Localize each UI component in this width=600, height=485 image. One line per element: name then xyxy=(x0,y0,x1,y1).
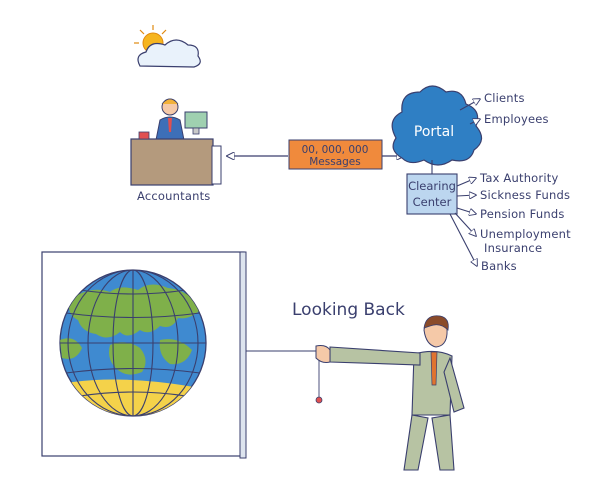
clearing-center-box xyxy=(406,173,458,215)
looking-back-label: Looking Back xyxy=(292,300,405,320)
clients-label: Clients xyxy=(484,91,525,105)
clearing-label-2: Center xyxy=(413,195,452,209)
arrow-employees xyxy=(469,119,480,124)
unemployment-label-1: Unemployment xyxy=(480,227,571,241)
banks-label: Banks xyxy=(481,259,517,273)
accountant-figure xyxy=(155,98,185,141)
arrow-clients xyxy=(459,99,480,111)
sickness-funds-label: Sickness Funds xyxy=(480,188,570,202)
message-count-label: 00, 000, 000 xyxy=(302,144,369,156)
portal-label: Portal xyxy=(414,124,454,140)
pension-funds-label: Pension Funds xyxy=(480,207,565,221)
map-board-edge xyxy=(239,251,247,459)
messages-box xyxy=(288,139,383,170)
tax-authority-label: Tax Authority xyxy=(479,171,558,185)
arrow-sickness xyxy=(456,195,476,196)
arrow-unemployment xyxy=(454,212,476,236)
accountants-label: Accountants xyxy=(137,189,210,203)
unemployment-label-2: Insurance xyxy=(484,241,542,255)
desk-cabinet xyxy=(211,145,222,185)
phone-icon xyxy=(138,131,150,140)
desk xyxy=(130,138,214,186)
cloud-icon xyxy=(137,39,201,68)
businessman-figure xyxy=(315,315,465,471)
pull-knob xyxy=(315,396,323,404)
arrow-pension xyxy=(456,207,476,214)
employees-label: Employees xyxy=(484,112,549,126)
arrow-banks xyxy=(449,213,477,266)
arrow-tax xyxy=(456,178,476,187)
messages-label: Messages xyxy=(309,156,361,168)
portal-cloud xyxy=(391,85,483,166)
clearing-label-1: Clearing xyxy=(408,179,456,193)
computer-monitor-icon xyxy=(184,111,208,135)
